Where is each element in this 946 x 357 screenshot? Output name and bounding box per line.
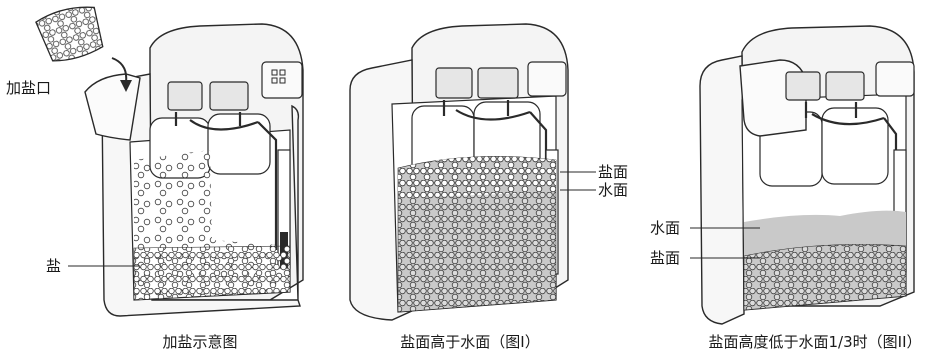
- valve-head-right: [825, 71, 865, 101]
- pipework: [442, 100, 548, 250]
- label-salt-level-2: 盐面: [650, 249, 681, 267]
- label-salt: 盐: [46, 257, 62, 275]
- softener-cabinet: [699, 55, 745, 325]
- control-panel: [875, 61, 915, 97]
- salt-pile: [743, 244, 907, 311]
- caption-salt-above-water: 盐面高于水面（图I）: [400, 333, 540, 351]
- caption-add-salt: 加盐示意图: [162, 333, 238, 351]
- valve-head-left: [167, 81, 203, 111]
- caption-salt-below-third: 盐面高度低于水面1/3时（图II）: [708, 333, 922, 351]
- panel-add-salt: [35, 6, 304, 317]
- panel-salt-above-water: [349, 23, 596, 321]
- valve-head-left: [435, 67, 473, 99]
- pipework: [804, 102, 898, 250]
- salt-pile-dense: [133, 245, 291, 301]
- control-buttons: [271, 69, 286, 84]
- label-salt-inlet: 加盐口: [6, 79, 52, 97]
- salt-top-dry: [398, 156, 556, 198]
- salt-bag: [35, 6, 104, 62]
- pour-arrow: [111, 57, 128, 83]
- valve-head-right: [209, 81, 249, 111]
- valve-head-left: [785, 71, 821, 101]
- label-water-level-1: 水面: [598, 181, 629, 199]
- panel-salt-below-third: [690, 25, 915, 325]
- salt-lid: [84, 73, 141, 141]
- control-panel: [261, 61, 303, 99]
- control-panel: [527, 61, 567, 97]
- pipework: [174, 112, 278, 250]
- valve-head-right: [477, 67, 519, 99]
- label-water-level-2: 水面: [650, 219, 681, 237]
- label-salt-level-1: 盐面: [598, 163, 629, 181]
